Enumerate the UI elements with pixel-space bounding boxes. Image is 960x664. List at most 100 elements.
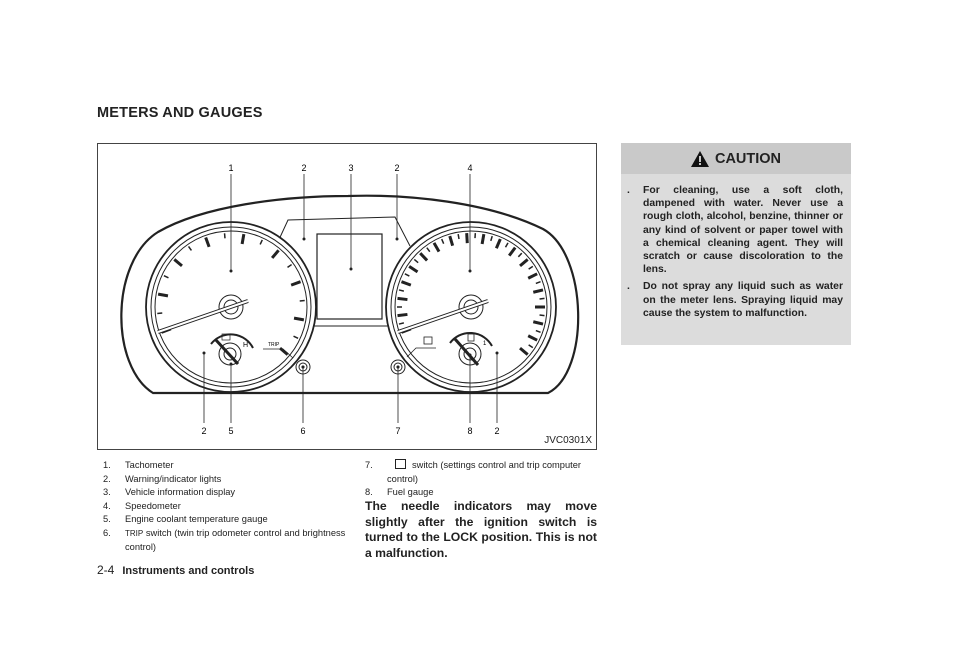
gauge-tick xyxy=(527,272,538,280)
page-number: 2-4 xyxy=(97,563,115,577)
display-hood xyxy=(275,216,411,247)
legend-list-right: 7.switch (settings control and trip comp… xyxy=(365,459,597,500)
gauge-tick xyxy=(519,346,529,356)
callout-dot xyxy=(301,365,305,369)
gauge-tick xyxy=(508,246,517,257)
callout-dot xyxy=(468,353,472,357)
gauge-tick xyxy=(448,235,455,247)
caution-header: CAUTION xyxy=(621,143,851,174)
page-footer: 2-4 Instruments and controls xyxy=(97,563,254,577)
fuel-pump-icon xyxy=(467,333,475,342)
callout-label: 2 xyxy=(494,426,499,436)
gauge-tick xyxy=(397,312,408,318)
callout-dot xyxy=(229,269,233,273)
callout-label: 3 xyxy=(348,163,353,173)
speedometer: 1 xyxy=(385,221,557,393)
fuel-gauge-needle xyxy=(453,338,480,366)
callout-label: 8 xyxy=(467,426,472,436)
gauge-tick xyxy=(535,329,541,334)
gauge-tick xyxy=(398,322,405,325)
legend-list-left: 1.Tachometer 2.Warning/indicator lights … xyxy=(103,459,358,554)
coolant-temp-icon xyxy=(221,333,231,341)
instrument-cluster-diagram: H 1 TRIP xyxy=(120,163,580,436)
gauge-tick xyxy=(259,239,263,245)
gauge-tick xyxy=(532,320,544,326)
gauge-tick xyxy=(465,233,469,244)
instrument-cluster-figure: H 1 TRIP xyxy=(97,143,597,450)
figure-id: JVC0301X xyxy=(544,435,592,446)
caution-box: CAUTION .For cleaning, use a soft cloth,… xyxy=(621,143,851,345)
gauge-tick xyxy=(419,252,429,262)
gauge-tick xyxy=(504,242,509,248)
gauge-tick xyxy=(173,258,183,268)
callout-label: 7 xyxy=(395,426,400,436)
callout-label: 2 xyxy=(301,163,306,173)
list-item: 8.Fuel gauge xyxy=(365,487,434,498)
section-title: Instruments and controls xyxy=(122,565,255,577)
gauge-tick xyxy=(293,335,299,339)
list-item: 6.TRIP switch (twin trip odometer contro… xyxy=(103,527,346,552)
fuel-gauge-scale xyxy=(449,331,493,347)
gauge-tick xyxy=(527,334,538,342)
settings-switch-icon xyxy=(395,459,406,469)
gauge-tick xyxy=(519,258,529,268)
page-heading: METERS AND GAUGES xyxy=(97,105,263,121)
callout-dot xyxy=(349,267,353,271)
gauge-tick xyxy=(293,316,305,322)
gauge-tick xyxy=(157,292,169,298)
list-item: 1.Tachometer xyxy=(103,460,174,470)
fuel-label: 1 xyxy=(483,341,487,347)
gauge-tick xyxy=(539,314,545,317)
list-item: 3.Vehicle information display xyxy=(103,487,236,498)
callout-dot xyxy=(202,351,206,355)
gauge-tick xyxy=(539,297,545,300)
trip-switch-icon-label: TRIP xyxy=(268,342,280,348)
needle-note: The needle indicators may move slightly … xyxy=(365,499,597,560)
gauge-tick xyxy=(494,238,502,249)
callout-label: 4 xyxy=(467,163,472,173)
gauge-tick xyxy=(413,258,419,264)
cluster-housing xyxy=(120,194,580,395)
gauge-tick xyxy=(163,275,169,279)
list-item: 2.Warning/indicator lights xyxy=(103,473,222,484)
callout-dot xyxy=(395,237,399,241)
gauge-tick xyxy=(408,265,419,274)
gauge-tick xyxy=(532,288,544,294)
vehicle-information-display xyxy=(316,233,383,320)
gauge-tick xyxy=(432,242,441,253)
gauge-tick xyxy=(290,280,302,287)
gauge-tick xyxy=(400,280,412,287)
gauge-tick xyxy=(240,233,246,245)
gauge-tick xyxy=(426,247,431,253)
callout-dot xyxy=(396,365,400,369)
gauge-tick xyxy=(490,235,493,242)
callout-dot xyxy=(495,351,499,355)
caution-title: CAUTION xyxy=(714,150,782,167)
warning-triangle-icon xyxy=(690,150,709,167)
gauge-tick xyxy=(270,249,280,259)
callout-dot xyxy=(302,237,306,241)
gauge-tick xyxy=(535,280,541,285)
trip-switch-icon: TRIP xyxy=(125,528,144,538)
gauge-tick xyxy=(457,233,460,240)
callout-label: 2 xyxy=(201,426,206,436)
list-item: 5.Engine coolant temperature gauge xyxy=(103,514,268,525)
gauge-tick xyxy=(517,252,523,258)
caution-item: .For cleaning, use a soft cloth, dampene… xyxy=(627,185,843,276)
callout-label: 1 xyxy=(228,163,233,173)
gauge-tick xyxy=(528,344,534,349)
callout-label: 6 xyxy=(300,426,305,436)
gauge-tick xyxy=(187,245,193,251)
temp-h-label: H xyxy=(243,342,248,349)
gauge-tick xyxy=(528,265,534,270)
gauge-tick xyxy=(398,289,405,292)
caution-item: .Do not spray any liquid such as water o… xyxy=(627,281,843,319)
gauge-tick xyxy=(204,236,211,248)
gauge-tick xyxy=(404,273,410,277)
temp-gauge-needle xyxy=(213,337,240,366)
tachometer: H xyxy=(145,221,317,393)
callout-label: 2 xyxy=(394,163,399,173)
gauge-tick xyxy=(287,263,293,269)
gauge-tick xyxy=(397,296,408,302)
